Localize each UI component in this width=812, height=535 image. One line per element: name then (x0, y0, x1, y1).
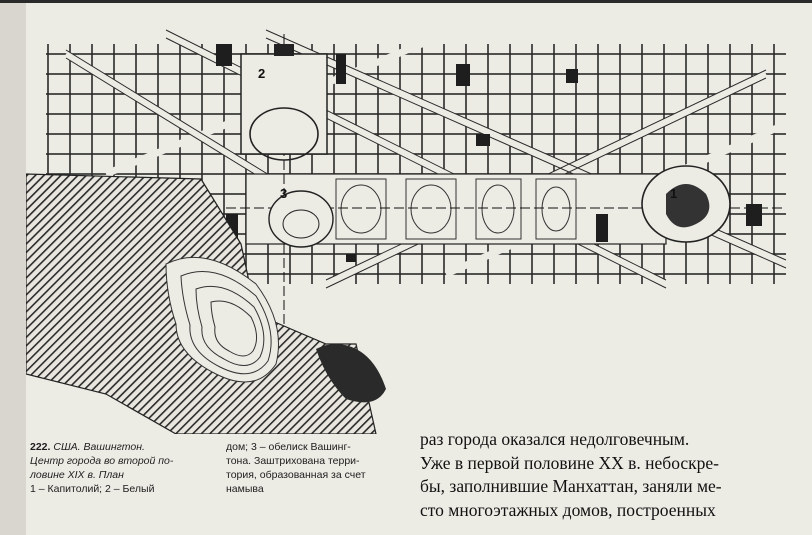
body-line-1: раз города оказался недолговечным. (420, 429, 690, 449)
body-line-4: сто многоэтажных домов, построенных (420, 499, 716, 520)
marker-capitol: 1 (670, 186, 677, 201)
page-gutter (0, 0, 26, 535)
plan-drawing: 2 3 1 (26, 29, 788, 434)
capitol-grounds (641, 165, 731, 243)
figure-title-3: ловине XIX в. План (30, 469, 124, 481)
figure-legend-3: тона. Заштрихована терри- (226, 455, 360, 467)
body-text: раз города оказался недолговечным. Уже в… (420, 428, 806, 522)
figure-number: 222. (30, 441, 51, 453)
body-line-2: Уже в первой половине XX в. небоскре- (420, 452, 720, 473)
figure-legend-4: тория, образованная за счет (226, 469, 366, 481)
marker-white-house: 2 (258, 66, 265, 81)
mall-gardens (335, 178, 577, 240)
washington-plan-figure: 2 3 1 (26, 14, 806, 434)
white-house-grounds (240, 44, 328, 161)
marker-obelisk: 3 (280, 186, 287, 201)
figure-caption: 222. США. Вашингтон. Центр города во вто… (30, 440, 400, 496)
figure-legend-5: намыва (226, 483, 264, 495)
monument-grounds (268, 190, 334, 248)
body-line-3: бы, заполнившие Манхаттан, заняли ме- (420, 476, 722, 496)
figure-legend-1: 1 – Капитолий; 2 – Белый (30, 483, 155, 495)
tidal-basin-contours (165, 256, 279, 383)
figure-legend-2: дом; 3 – обелиск Вашинг- (226, 441, 351, 453)
top-rule (0, 0, 812, 3)
shoreline-detail (316, 344, 386, 403)
figure-title-2: Центр города во второй по- (30, 455, 174, 467)
figure-title-1: США. Вашингтон. (53, 441, 145, 453)
